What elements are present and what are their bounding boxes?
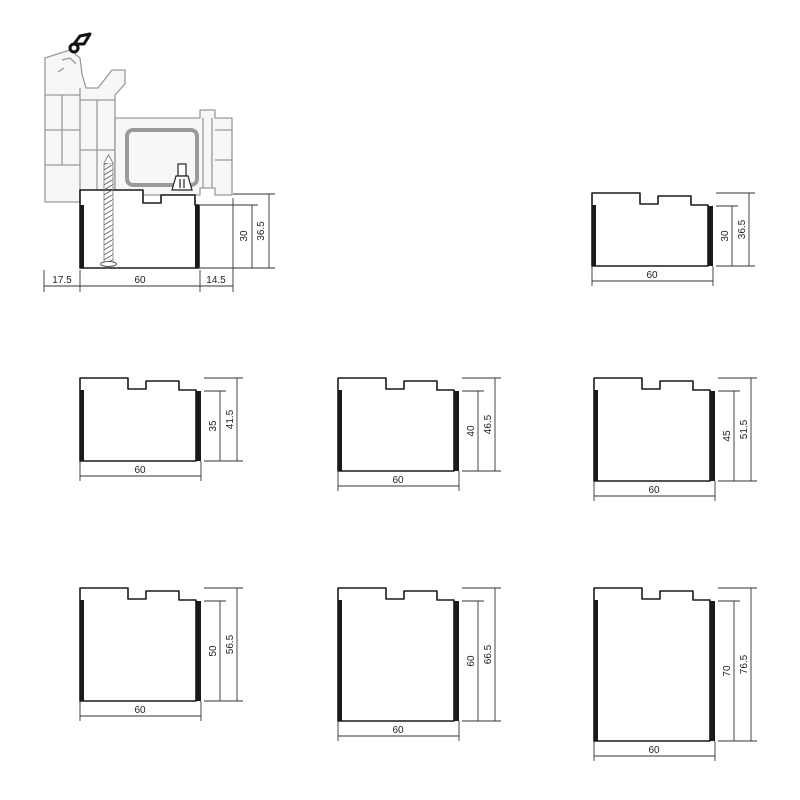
width-dimension [593,741,716,761]
detail-dim-height-inner: 30 [239,230,250,242]
height-outer-label: 76.5 [739,654,750,674]
detail-dim-left: 17.5 [52,275,72,286]
height-dimension [204,377,243,462]
profile-outline [337,377,455,472]
width-dimension [79,701,202,721]
height-dimension [462,377,501,472]
profile-outline [593,587,711,742]
adapter-profile-5: 60 50 56.5 [79,587,243,721]
height-outer-label: 66.5 [483,644,494,664]
width-label: 60 [392,475,404,486]
height-dimension [718,587,757,742]
height-outer-label: 56.5 [225,634,236,654]
adapter-profile-grid: 60 30 36.5 60 35 41.5 60 40 46.5 60 45 51.5 60 50 56.5… [79,192,757,761]
height-dimension [462,587,501,722]
detail-width-dimension [43,198,234,292]
width-dimension [591,266,714,286]
profile-right-wall [196,391,201,461]
adapter-profile-detail [79,189,200,269]
height-outer-label: 36.5 [737,219,748,239]
profile-outline [593,377,711,482]
height-inner-label: 45 [722,430,733,442]
height-inner-label: 60 [466,655,477,667]
height-inner-label: 30 [720,230,731,242]
width-label: 60 [392,725,404,736]
width-dimension [593,481,716,501]
height-dimension [204,587,243,702]
width-label: 60 [134,465,146,476]
width-label: 60 [646,270,658,281]
height-outer-label: 46.5 [483,414,494,434]
adapter-profile-2: 60 35 41.5 [79,377,243,481]
height-inner-label: 50 [208,645,219,657]
height-dimension [716,192,755,267]
window-frame-detail: 17.5 60 14.5 30 36.5 [43,32,275,292]
profile-right-wall [710,601,715,741]
height-inner-label: 70 [722,665,733,677]
profile-right-wall [708,206,713,266]
width-label: 60 [648,745,660,756]
profile-right-wall [196,601,201,701]
profile-outline [591,192,709,267]
profile-left-wall [592,205,596,266]
height-outer-label: 41.5 [225,409,236,429]
profile-outline [337,587,455,722]
gasket-clip-icon [68,32,92,54]
adapter-profile-3: 60 40 46.5 [337,377,501,491]
adapter-profile-7: 60 70 76.5 [593,587,757,761]
width-label: 60 [134,705,146,716]
anchor-clip [171,163,193,191]
width-dimension [79,461,202,481]
profile-outline [79,377,197,462]
width-dimension [337,721,460,741]
detail-dim-height-outer: 36.5 [256,221,267,241]
profile-left-wall [338,390,342,471]
profile-left-wall [80,390,84,461]
window-frame-profile [44,49,233,203]
adapter-profile-1: 60 30 36.5 [591,192,755,286]
profile-right-wall [454,601,459,721]
width-label: 60 [648,485,660,496]
adapter-profile-6: 60 60 66.5 [337,587,501,741]
detail-dim-center: 60 [134,275,146,286]
height-inner-label: 40 [466,425,477,437]
height-outer-label: 51.5 [739,419,750,439]
profile-right-wall [454,391,459,471]
profile-outline [79,587,197,702]
height-dimension [718,377,757,482]
height-inner-label: 35 [208,420,219,432]
detail-dim-right: 14.5 [206,275,226,286]
profile-left-wall [594,390,598,481]
adapter-profile-4: 60 45 51.5 [593,377,757,501]
profile-left-wall [338,600,342,721]
profile-right-wall [710,391,715,481]
steel-reinforcement [125,128,199,187]
detail-height-dimension [200,193,275,269]
profile-left-wall [80,600,84,701]
profile-left-wall [594,600,598,741]
screw [100,154,117,267]
width-dimension [337,471,460,491]
